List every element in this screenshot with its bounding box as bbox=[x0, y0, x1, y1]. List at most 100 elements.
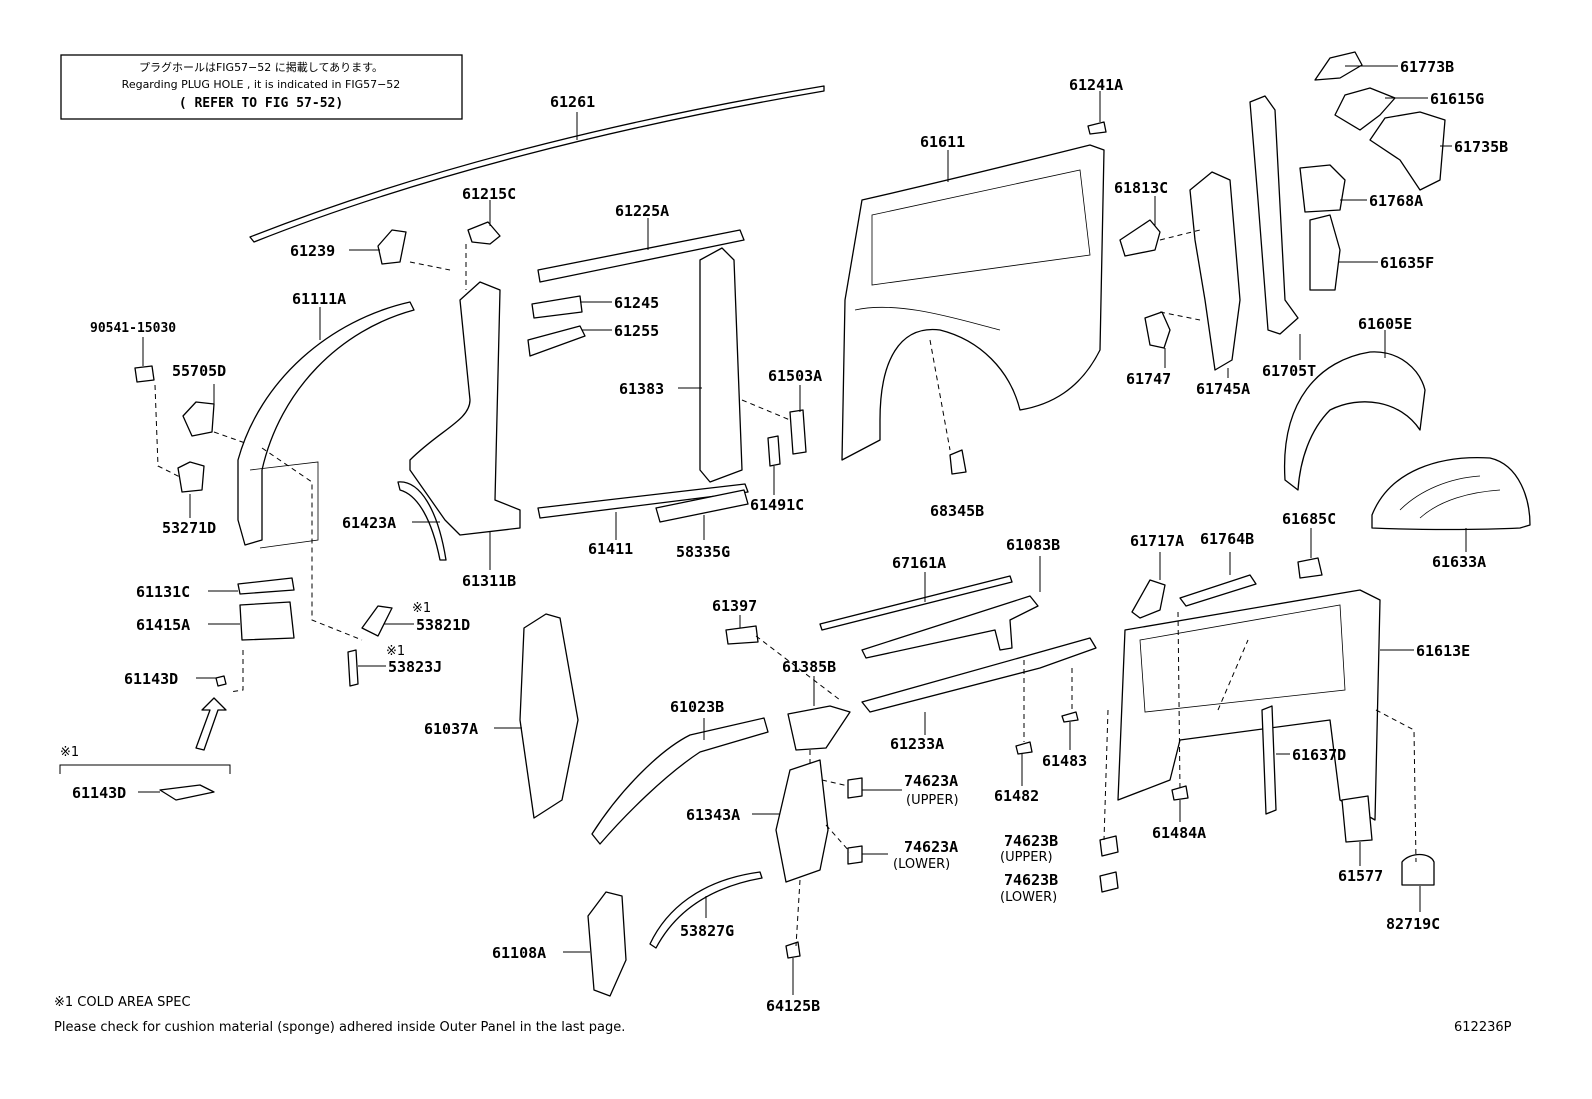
footer: ※1 COLD AREA SPEC Please check for cushi… bbox=[54, 995, 1512, 1035]
quarter-outer-panel bbox=[841, 144, 1105, 461]
label-61423A[interactable]: 61423A bbox=[342, 514, 396, 532]
part-61239 bbox=[377, 229, 407, 265]
label-61764B[interactable]: 61764B bbox=[1200, 530, 1254, 548]
label-61605E[interactable]: 61605E bbox=[1358, 315, 1412, 333]
leader-lines bbox=[59, 65, 1467, 995]
label-74623A-upper[interactable]: 74623A bbox=[904, 772, 958, 790]
label-61747[interactable]: 61747 bbox=[1126, 370, 1171, 388]
label-61483[interactable]: 61483 bbox=[1042, 752, 1087, 770]
label-61108A[interactable]: 61108A bbox=[492, 944, 546, 962]
label-53271D[interactable]: 53271D bbox=[162, 519, 216, 537]
part-61397 bbox=[725, 625, 759, 645]
label-61813C[interactable]: 61813C bbox=[1114, 179, 1168, 197]
label-61503A[interactable]: 61503A bbox=[768, 367, 822, 385]
label-61023B[interactable]: 61023B bbox=[670, 698, 724, 716]
label-61385B[interactable]: 61385B bbox=[782, 658, 836, 676]
cushion-message: Please check for cushion material (spong… bbox=[54, 1020, 625, 1035]
label-61245[interactable]: 61245 bbox=[614, 294, 659, 312]
label-53823J[interactable]: 53823J bbox=[388, 658, 442, 676]
label-61111A[interactable]: 61111A bbox=[292, 290, 346, 308]
clip-74623A-upper bbox=[847, 777, 863, 799]
part-55705D bbox=[182, 401, 215, 437]
label-61083B[interactable]: 61083B bbox=[1006, 536, 1060, 554]
label-61261[interactable]: 61261 bbox=[550, 93, 595, 111]
label-61633A[interactable]: 61633A bbox=[1432, 553, 1486, 571]
label-61239[interactable]: 61239 bbox=[290, 242, 335, 260]
label-61613E[interactable]: 61613E bbox=[1416, 642, 1470, 660]
label-61745A[interactable]: 61745A bbox=[1196, 380, 1250, 398]
label-82719C[interactable]: 82719C bbox=[1386, 915, 1440, 933]
figure-id: 612236P bbox=[1454, 1020, 1512, 1035]
clip-61483 bbox=[1061, 711, 1079, 723]
label-61491C[interactable]: 61491C bbox=[750, 496, 804, 514]
part-61503A bbox=[789, 409, 807, 455]
sub-74623A-upper: (UPPER) bbox=[906, 793, 959, 808]
label-74623A-lower[interactable]: 74623A bbox=[904, 838, 958, 856]
part-53821D bbox=[361, 605, 393, 637]
part-61143D-cold bbox=[159, 784, 215, 801]
label-61037A[interactable]: 61037A bbox=[424, 720, 478, 738]
label-58335G[interactable]: 58335G bbox=[676, 543, 730, 561]
label-68345B[interactable]: 68345B bbox=[930, 502, 984, 520]
label-61225A[interactable]: 61225A bbox=[615, 202, 669, 220]
label-61343A[interactable]: 61343A bbox=[686, 806, 740, 824]
part-61143D bbox=[215, 675, 227, 687]
note-line-en: Regarding PLUG HOLE , it is indicated in… bbox=[122, 78, 401, 91]
label-61255[interactable]: 61255 bbox=[614, 322, 659, 340]
label-61615G[interactable]: 61615G bbox=[1430, 90, 1484, 108]
label-61482[interactable]: 61482 bbox=[994, 787, 1039, 805]
label-61397[interactable]: 61397 bbox=[712, 597, 757, 615]
label-61415A[interactable]: 61415A bbox=[136, 616, 190, 634]
clip-61685C bbox=[1297, 557, 1323, 579]
label-61215C[interactable]: 61215C bbox=[462, 185, 516, 203]
front-pillar-61111A bbox=[237, 301, 415, 546]
part-labels: 61261 61241A 61773B 61615G 61735B 61768A… bbox=[60, 58, 1508, 1015]
label-61735B[interactable]: 61735B bbox=[1454, 138, 1508, 156]
label-61484A[interactable]: 61484A bbox=[1152, 824, 1206, 842]
label-53827G[interactable]: 53827G bbox=[680, 922, 734, 940]
label-61311B[interactable]: 61311B bbox=[462, 572, 516, 590]
label-61577[interactable]: 61577 bbox=[1338, 867, 1383, 885]
clip-61241A bbox=[1087, 121, 1107, 135]
label-61717A[interactable]: 61717A bbox=[1130, 532, 1184, 550]
label-61233A[interactable]: 61233A bbox=[890, 735, 944, 753]
rocker-61411 bbox=[537, 483, 749, 519]
label-61143D[interactable]: 61143D bbox=[124, 670, 178, 688]
label-61411[interactable]: 61411 bbox=[588, 540, 633, 558]
label-74623B-upper[interactable]: 74623B bbox=[1004, 832, 1058, 850]
label-55705D[interactable]: 55705D bbox=[172, 362, 226, 380]
label-61637D[interactable]: 61637D bbox=[1292, 746, 1346, 764]
label-74623B-lower[interactable]: 74623B bbox=[1004, 871, 1058, 889]
part-61108A bbox=[587, 891, 627, 997]
label-61143D-cold[interactable]: 61143D bbox=[72, 784, 126, 802]
wheelhouse-cover bbox=[1371, 456, 1531, 531]
label-61705T[interactable]: 61705T bbox=[1262, 362, 1316, 380]
label-61635F[interactable]: 61635F bbox=[1380, 254, 1434, 272]
clip-64125B bbox=[785, 941, 801, 959]
part-61423A bbox=[397, 481, 447, 561]
part-53827G bbox=[649, 871, 763, 949]
label-53821D[interactable]: 53821D bbox=[416, 616, 470, 634]
cold-mark-61143D: ※1 bbox=[60, 745, 79, 760]
quarter-inner-panel bbox=[1117, 589, 1381, 821]
label-64125B[interactable]: 64125B bbox=[766, 997, 820, 1015]
label-61685C[interactable]: 61685C bbox=[1282, 510, 1336, 528]
cold-area-legend: ※1 COLD AREA SPEC bbox=[54, 995, 191, 1010]
roof-rail-strip bbox=[249, 85, 825, 243]
part-82719C bbox=[1401, 853, 1435, 886]
part-61415A bbox=[239, 601, 295, 641]
label-61768A[interactable]: 61768A bbox=[1369, 192, 1423, 210]
label-67161A[interactable]: 67161A bbox=[892, 554, 946, 572]
note-line-ref[interactable]: ( REFER TO FIG 57-52) bbox=[179, 96, 343, 111]
label-61131C[interactable]: 61131C bbox=[136, 583, 190, 601]
label-61241A[interactable]: 61241A bbox=[1069, 76, 1123, 94]
bolt-90541 bbox=[134, 365, 155, 383]
pillar-61705T bbox=[1249, 95, 1299, 335]
label-90541-15030[interactable]: 90541-15030 bbox=[90, 321, 176, 336]
cold-mark-53823J: ※1 bbox=[386, 644, 405, 659]
label-61383[interactable]: 61383 bbox=[619, 380, 664, 398]
part-61245 bbox=[531, 295, 583, 319]
quarter-window bbox=[871, 169, 1091, 286]
label-61611[interactable]: 61611 bbox=[920, 133, 965, 151]
label-61773B[interactable]: 61773B bbox=[1400, 58, 1454, 76]
